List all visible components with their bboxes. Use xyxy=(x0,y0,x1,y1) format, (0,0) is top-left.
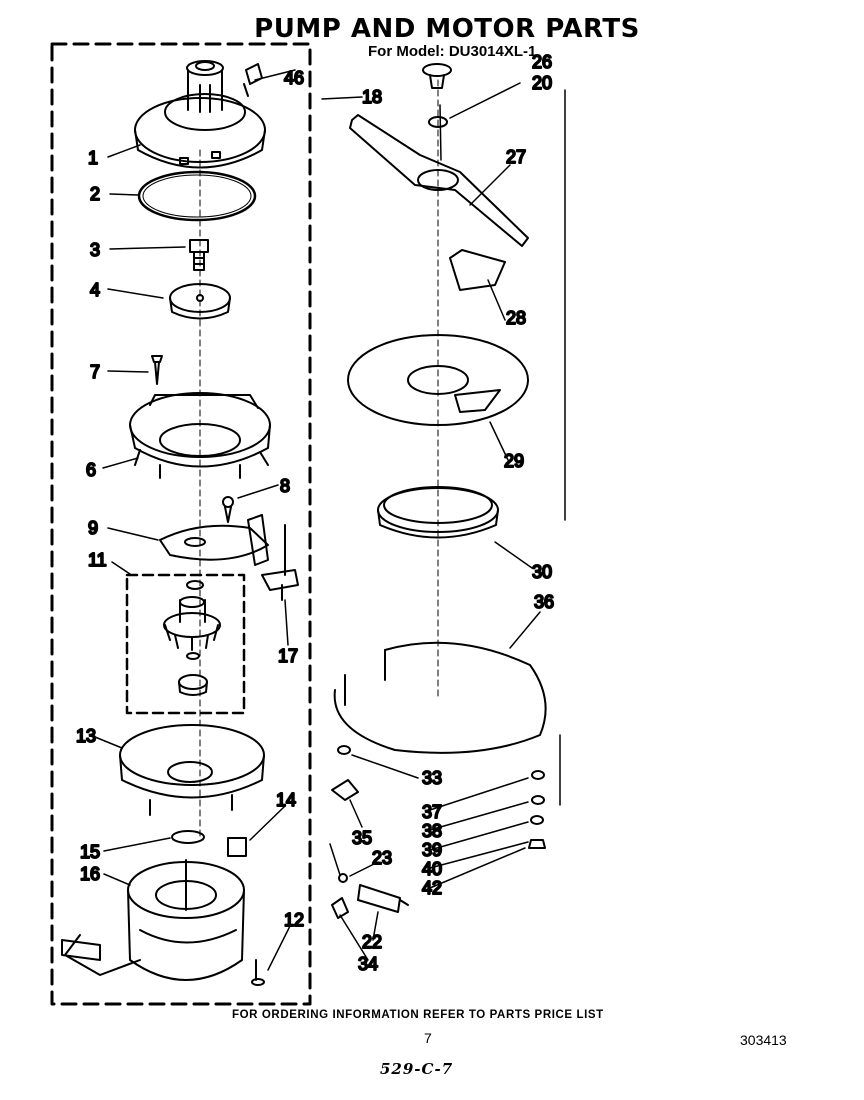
callout-37: 37 xyxy=(422,802,442,822)
callout-2: 2 xyxy=(90,184,100,204)
part-16-motor xyxy=(61,859,245,981)
part-11-impeller-group xyxy=(163,580,221,696)
callout-11: 11 xyxy=(88,550,107,570)
part-28-deflector xyxy=(449,249,506,291)
part-17-rod xyxy=(261,524,299,601)
pump-assembly-boundary xyxy=(50,42,312,1006)
callout-26: 26 xyxy=(532,52,552,72)
part-15-washer xyxy=(171,830,205,844)
page-number: 7 xyxy=(424,1030,432,1046)
part-27-spray-arm xyxy=(349,114,529,247)
part-34-clip xyxy=(331,897,349,919)
part-42-nut xyxy=(528,839,546,849)
ordering-note: FOR ORDERING INFORMATION REFER TO PARTS … xyxy=(232,1009,604,1021)
part-46-clip xyxy=(243,63,263,97)
part-12-screw xyxy=(251,959,265,986)
part-7-screw xyxy=(151,355,163,385)
callout-33: 33 xyxy=(422,768,442,788)
callout-7: 7 xyxy=(90,362,100,382)
part-1-pump-housing xyxy=(134,60,266,169)
callout-9: 9 xyxy=(88,518,98,538)
callout-15: 15 xyxy=(80,842,100,862)
callout-4: 4 xyxy=(90,280,100,300)
part-39-washer xyxy=(530,815,544,825)
part-9-plate xyxy=(159,514,269,566)
callout-27: 27 xyxy=(506,147,526,167)
callout-42: 42 xyxy=(422,878,442,898)
callout-34: 34 xyxy=(358,954,378,974)
callout-36: 36 xyxy=(534,592,554,612)
part-33-nut xyxy=(337,745,351,755)
page-title: PUMP AND MOTOR PARTS xyxy=(254,14,640,44)
part-30-seal-ring xyxy=(377,486,499,539)
callout-16: 16 xyxy=(80,864,100,884)
callout-8: 8 xyxy=(280,476,290,496)
part-36-heater-element xyxy=(333,641,547,754)
callout-38: 38 xyxy=(422,821,442,841)
part-37-washer xyxy=(531,770,545,780)
part-8-screw xyxy=(222,496,234,523)
part-4-disc xyxy=(169,283,231,320)
callout-20: 20 xyxy=(532,73,552,93)
part-35-bracket xyxy=(331,779,359,801)
part-29-filter-screen xyxy=(347,334,529,426)
callout-40: 40 xyxy=(422,859,442,879)
callout-18: 18 xyxy=(362,87,382,107)
part-26-cap xyxy=(422,63,452,89)
callout-22: 22 xyxy=(362,932,382,952)
callout-12: 12 xyxy=(284,910,304,930)
callout-46: 46 xyxy=(284,68,304,88)
leader-arrows xyxy=(94,69,541,971)
model-subtitle: For Model: DU3014XL-1 xyxy=(368,43,537,60)
part-20-washer xyxy=(428,116,448,128)
callout-6: 6 xyxy=(86,460,96,480)
callout-13: 13 xyxy=(76,726,96,746)
part-2-o-ring xyxy=(137,170,257,222)
callout-23: 23 xyxy=(372,848,392,868)
part-13-motor-mount xyxy=(119,724,265,816)
callout-30: 30 xyxy=(532,562,552,582)
callout-1: 1 xyxy=(88,148,98,168)
part-3-bolt xyxy=(189,239,209,271)
document-number: 303413 xyxy=(740,1032,787,1048)
impeller-subassembly-boundary xyxy=(125,573,246,715)
part-23-washer xyxy=(338,873,348,883)
part-22-sensor xyxy=(357,884,409,913)
callout-3: 3 xyxy=(90,240,100,260)
part-38-washer xyxy=(531,795,545,805)
callout-17: 17 xyxy=(278,646,298,666)
callout-39: 39 xyxy=(422,840,442,860)
part-14-brush xyxy=(227,837,247,857)
callout-29: 29 xyxy=(504,451,524,471)
handwritten-note: 529-C-7 xyxy=(380,1060,454,1078)
callout-35: 35 xyxy=(352,828,372,848)
callout-28: 28 xyxy=(506,308,526,328)
callout-14: 14 xyxy=(276,790,296,810)
